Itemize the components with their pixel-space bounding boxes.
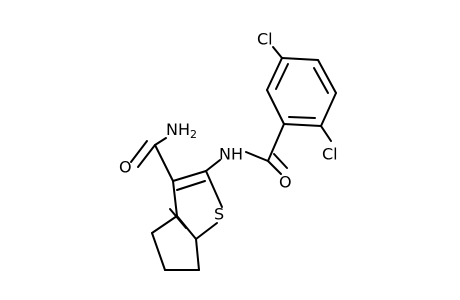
bond-c3a-c4 — [151, 215, 178, 234]
bond-cbenz-o — [267, 160, 282, 175]
bonds — [130, 46, 337, 271]
bond-b1-b2 — [266, 89, 285, 125]
bond-n-cbenz — [245, 151, 269, 162]
nh2-label: NH2 — [166, 120, 197, 142]
bond-c2-n — [205, 159, 221, 172]
cl-top-label: Cl — [257, 30, 273, 49]
bond-c3-c2 — [172, 170, 207, 182]
bond-b2-b3 — [266, 57, 283, 91]
bond-amidec-nh2 — [154, 137, 167, 146]
bond-amidec-o — [137, 144, 156, 168]
bond-c7a-c3a-double — [169, 208, 187, 229]
bond-amidec-o-double — [130, 140, 148, 163]
nh2-main: NH — [166, 120, 190, 139]
cl-right-label: Cl — [322, 145, 338, 164]
bond-b6-cl — [320, 125, 332, 142]
bond-c6-c7a — [195, 238, 200, 271]
bond-b6-b1 — [283, 123, 322, 127]
bond-c3a-c3 — [172, 180, 178, 217]
bond-c3-amidec — [154, 144, 174, 182]
bond-b5-b6 — [320, 92, 337, 127]
bond-b3-b4 — [281, 57, 319, 61]
bond-c3-c2-double — [176, 180, 206, 191]
sulfur-label: S — [214, 205, 224, 224]
bond-cbenz-ring — [267, 123, 285, 162]
carbonyl-oxygen-label: O — [279, 173, 292, 192]
bond-c4-c5 — [151, 232, 166, 271]
bond-b3-cl — [272, 46, 283, 59]
bond-b4-b5 — [317, 59, 337, 94]
bond-b6-b1-inner — [288, 116, 316, 119]
nh-label: NH — [219, 145, 243, 164]
bond-b2-b3-inner — [275, 63, 289, 90]
bond-b4-b5-inner — [313, 67, 329, 94]
nh2-subscript: 2 — [190, 128, 197, 141]
bond-c2-s — [205, 170, 223, 208]
bond-s-c7a — [195, 222, 218, 240]
amide-oxygen-label: O — [119, 158, 132, 177]
atom-labels: Cl Cl NH O O NH2 S — [119, 30, 338, 224]
bond-cbenz-o-double — [273, 153, 288, 169]
